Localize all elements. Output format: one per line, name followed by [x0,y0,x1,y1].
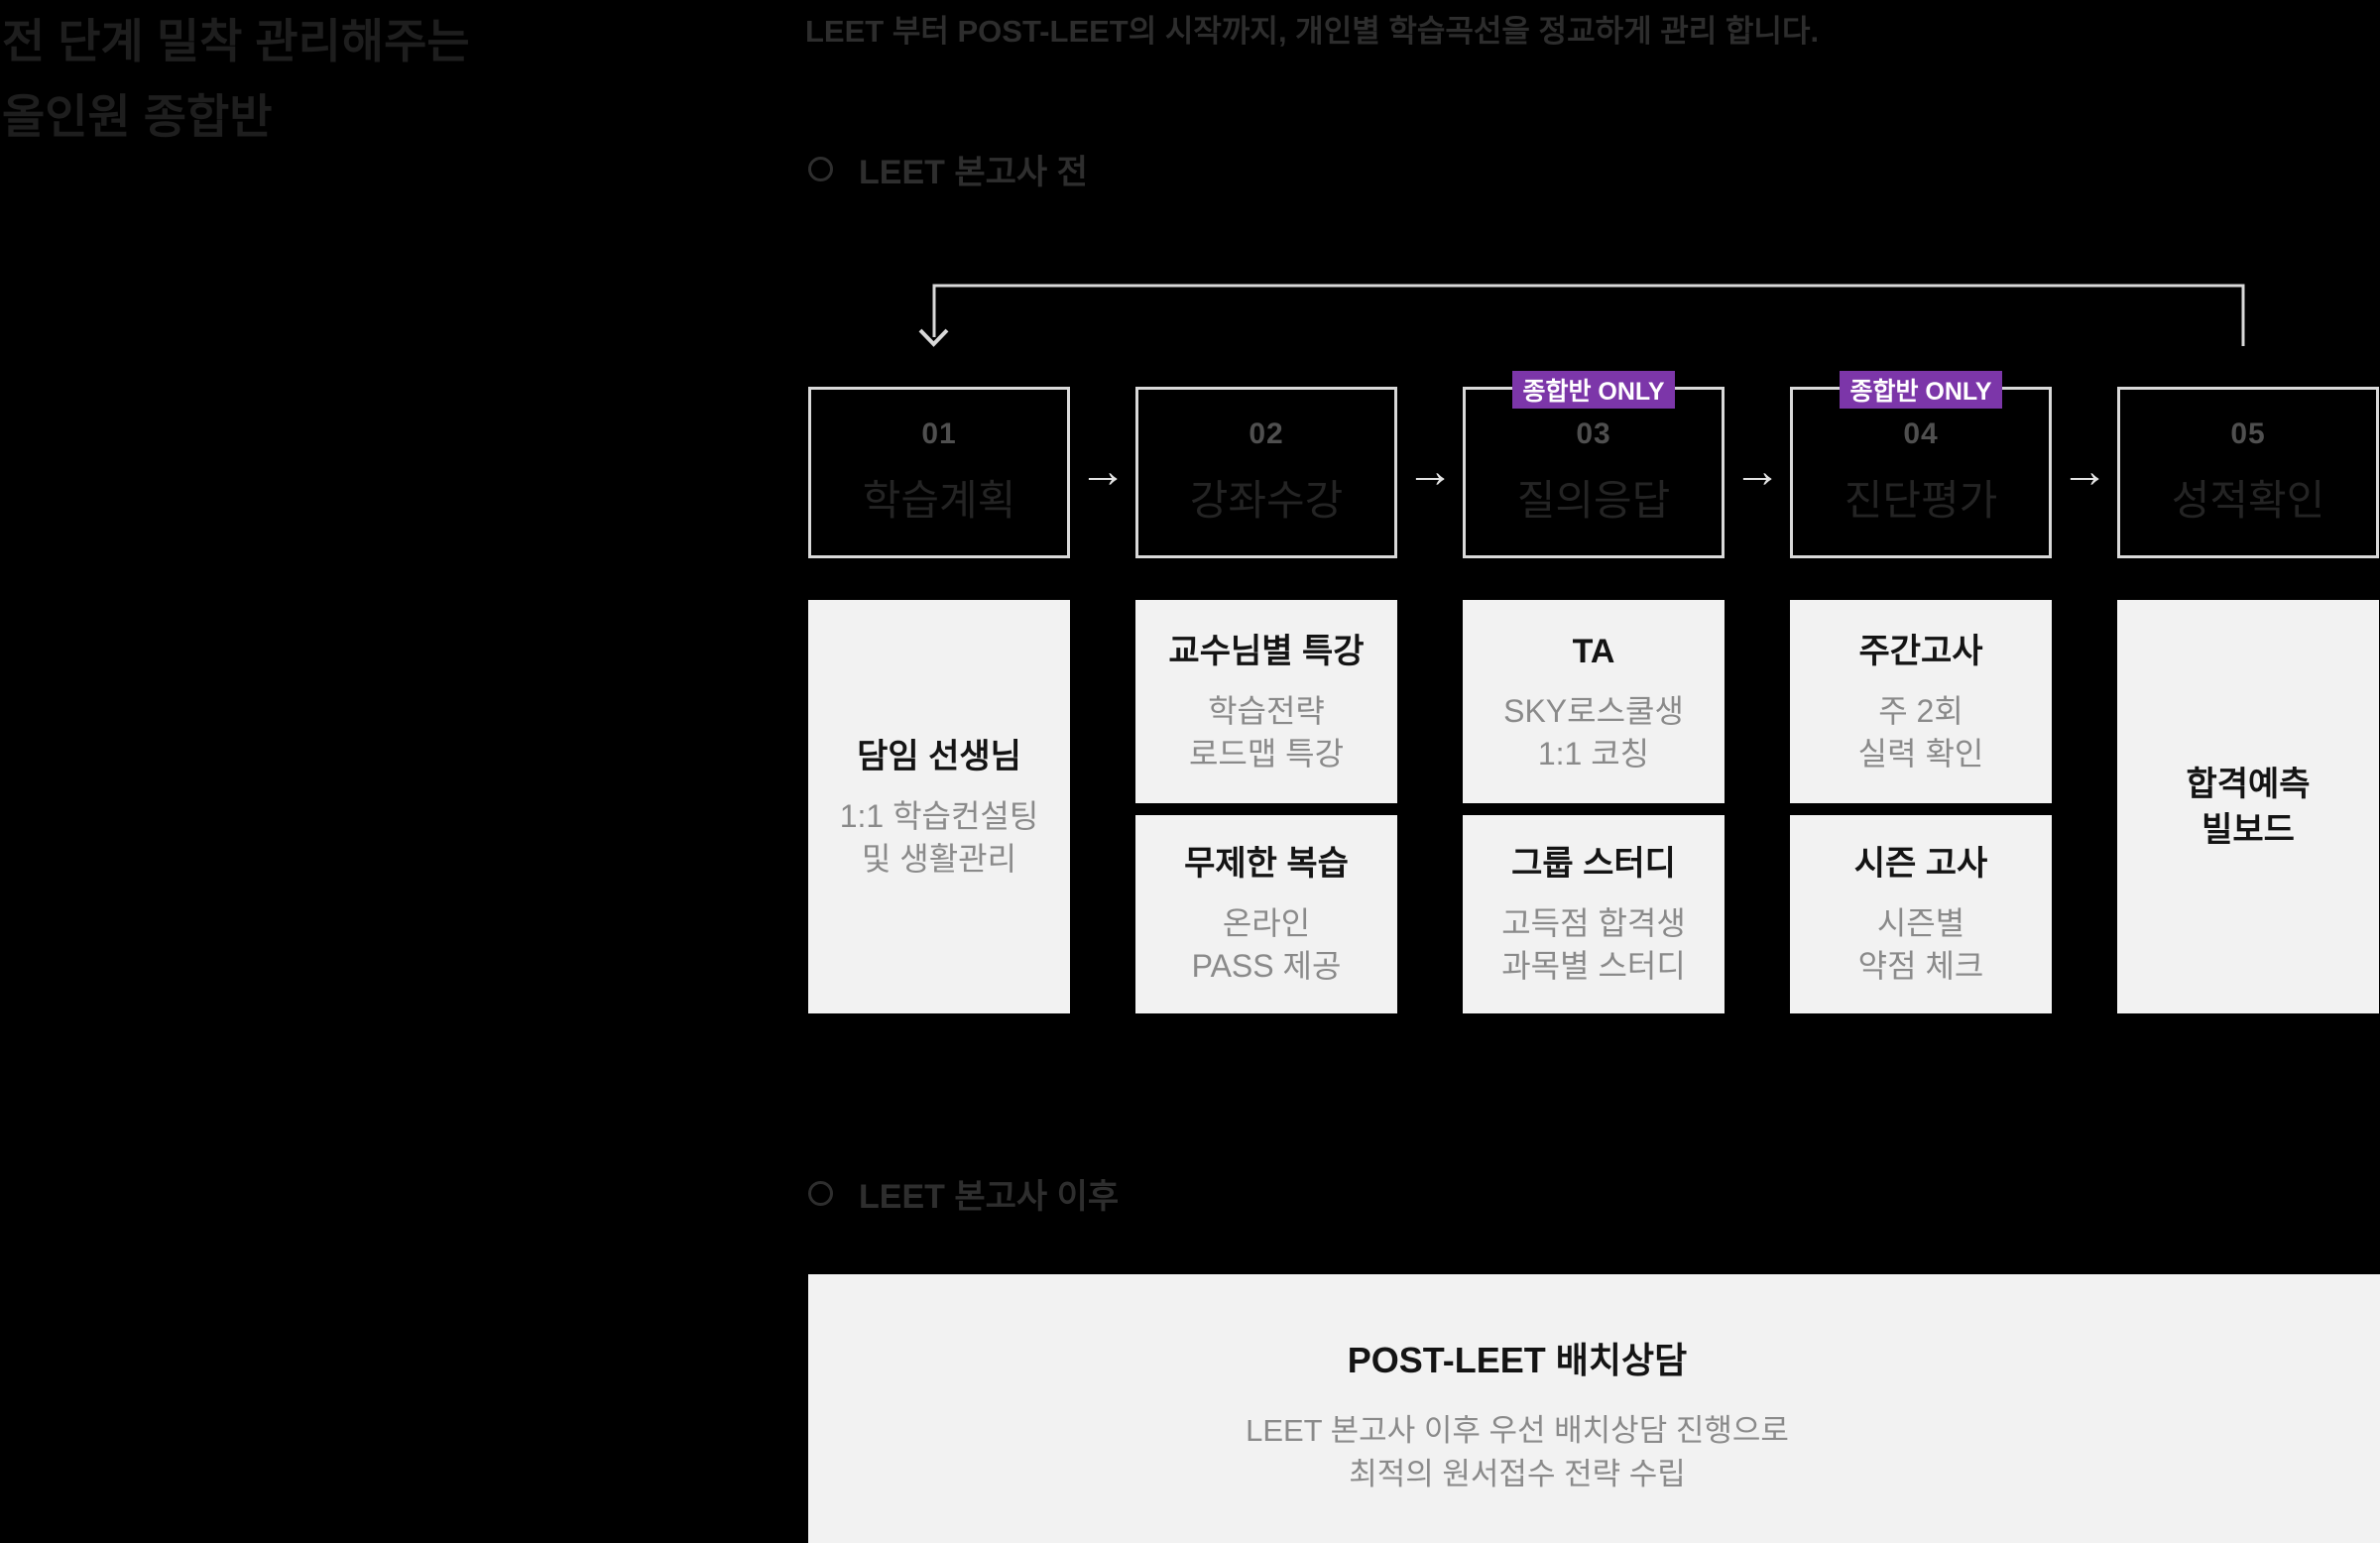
section-header-before: LEET 본고사 전 [808,149,1088,191]
card-body: 온라인 PASS 제공 [1191,905,1342,984]
circle-outline-icon [808,156,833,181]
badge-step-04: 종합반 ONLY [1840,371,2002,409]
card-body: 1:1 학습컨설팅 및 생활관리 [839,797,1039,877]
step-number: 02 [1249,417,1284,450]
arrow-right-icon: → [1406,445,1454,498]
step-label: 학습계획 [862,477,1016,524]
card-title: 무제한 복습 [1184,845,1349,883]
step-number: 05 [2230,417,2266,450]
flow-step-01: 01 학습계획 [808,387,1070,558]
flow-step-03: 03 질의응답 [1463,387,1725,558]
card-title: 시즌 고사 [1853,845,1988,883]
section-label-before: LEET 본고사 전 [859,153,1088,191]
post-leet-title: POST-LEET 배치상담 [1347,1340,1688,1380]
arrow-right-icon: → [1733,445,1781,498]
card-post-leet-consulting: POST-LEET 배치상담 LEET 본고사 이후 우선 배치상담 진행으로 … [808,1274,2380,1543]
card-title: 합격예측 빌보드 [2186,765,2311,849]
post-leet-body: LEET 본고사 이후 우선 배치상담 진행으로 최적의 원서접수 전략 수립 [1246,1413,1789,1491]
flow-step-02: 02 강좌수강 [1135,387,1397,558]
card-body: 고득점 합격생 과목별 스터디 [1501,905,1686,984]
card-title: 교수님별 특강 [1168,632,1365,670]
flow-step-04: 04 진단평가 [1790,387,2052,558]
post-leet-content: POST-LEET 배치상담 LEET 본고사 이후 우선 배치상담 진행으로 … [808,1274,2226,1496]
card-professor-lectures: 교수님별 특강 학습전략 로드맵 특강 [1135,600,1397,803]
step-label: 질의응답 [1516,477,1671,524]
card-homeroom-teacher: 담임 선생님 1:1 학습컨설팅 및 생활관리 [808,600,1070,1013]
card-title: 그룹 스터디 [1511,845,1676,883]
card-weekly-exam: 주간고사 주 2회 실력 확인 [1790,600,2052,803]
step-number: 03 [1576,417,1611,450]
card-title: 담임 선생님 [857,737,1021,775]
card-body: 시즌별 약점 체크 [1857,905,1984,984]
step-number: 01 [921,417,957,450]
arrow-right-icon: → [1079,445,1127,498]
section-label-after: LEET 본고사 이후 [859,1177,1120,1216]
page-subtitle: LEET 부터 POST-LEET의 시작까지, 개인별 학습곡선을 정교하게 … [805,14,1820,49]
step-label: 진단평가 [1844,477,1998,524]
card-title: TA [1572,632,1615,670]
card-body: 학습전략 로드맵 특강 [1188,692,1345,772]
section-header-after: LEET 본고사 이후 [808,1173,1119,1216]
card-pass-prediction-billboard: 합격예측 빌보드 [2117,600,2379,1013]
flow-step-05: 05 성적확인 [2117,387,2379,558]
badge-step-03: 종합반 ONLY [1512,371,1675,409]
circle-outline-icon [808,1180,833,1206]
card-season-exam: 시즌 고사 시즌별 약점 체크 [1790,815,2052,1013]
page-title: 전 단계 밀착 관리해주는 올인원 종합반 [2,4,470,155]
page-title-line2: 올인원 종합반 [2,90,273,143]
card-title: 주간고사 [1858,632,1983,670]
page-title-line1: 전 단계 밀착 관리해주는 [2,15,470,67]
card-group-study: 그룹 스터디 고득점 합격생 과목별 스터디 [1463,815,1725,1013]
card-unlimited-review: 무제한 복습 온라인 PASS 제공 [1135,815,1397,1013]
step-label: 성적확인 [2171,477,2325,524]
card-ta-coaching: TA SKY로스쿨생 1:1 코칭 [1463,600,1725,803]
card-body: 주 2회 실력 확인 [1857,692,1984,772]
step-number: 04 [1903,417,1939,450]
card-body: SKY로스쿨생 1:1 코칭 [1503,692,1684,772]
step-label: 강좌수강 [1189,477,1344,524]
arrow-right-icon: → [2061,445,2108,498]
